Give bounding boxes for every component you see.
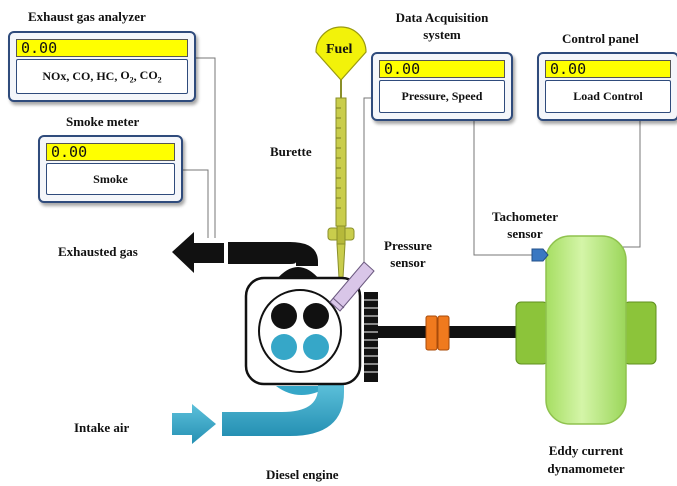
smoke-meter: 0.00 Smoke: [38, 135, 183, 203]
label-data-acquisition: Data Acquisition system: [395, 10, 489, 42]
gas-co: CO: [72, 69, 91, 83]
signal-wires: [181, 57, 641, 266]
wire-smoke-meter: [181, 169, 209, 238]
daq-measure: Pressure, Speed: [379, 80, 505, 113]
tachometer-probe: [531, 248, 549, 262]
smoke-meter-measure: Smoke: [46, 163, 175, 195]
exhaust-pipe: [172, 232, 320, 280]
wire-gas-analyzer: [196, 57, 216, 238]
gas-o2: O2: [120, 68, 134, 85]
label-burette: Burette: [270, 144, 312, 159]
pressure-sensor: [329, 261, 375, 312]
intake-valve-2: [303, 334, 329, 360]
flywheel: [364, 292, 378, 382]
control-panel-readout: 0.00: [545, 60, 671, 78]
gas-co2: CO2: [139, 68, 162, 85]
daq-readout: 0.00: [379, 60, 505, 78]
label-exhaust-gas-analyzer: Exhaust gas analyzer: [28, 9, 146, 24]
eddy-current-dynamometer: [515, 235, 657, 425]
exhaust-gas-analyzer: 0.00 NOx, CO, HC, O2, CO2: [8, 31, 196, 102]
diesel-engine: [244, 276, 362, 386]
label-diesel-engine: Diesel engine: [266, 467, 339, 482]
fuel-tank: [315, 26, 367, 81]
label-tachometer-sensor: Tachometer sensor: [492, 209, 558, 241]
label-control-panel: Control panel: [562, 31, 639, 46]
exhaust-arrow: [172, 232, 224, 273]
intake-pipe: [172, 384, 344, 444]
smoke-meter-readout: 0.00: [46, 143, 175, 161]
label-pressure-sensor: Pressure sensor: [384, 238, 432, 270]
shaft-coupling: [425, 315, 450, 351]
dyno-hub-right: [623, 301, 657, 365]
wire-pressure: [363, 97, 372, 266]
data-acquisition-system: 0.00 Pressure, Speed: [371, 52, 513, 121]
label-exhausted-gas: Exhausted gas: [58, 244, 138, 259]
gas-analyzer-readout: 0.00: [16, 39, 188, 57]
dyno-hub-left: [515, 301, 549, 365]
gas-nox: NOx: [42, 69, 67, 83]
gas-analyzer-gases: NOx, CO, HC, O2, CO2: [16, 59, 188, 94]
exhaust-valve-1: [271, 303, 297, 329]
label-fuel: Fuel: [326, 42, 353, 57]
label-intake-air: Intake air: [74, 420, 130, 435]
label-smoke-meter: Smoke meter: [66, 114, 140, 129]
control-panel-measure: Load Control: [545, 80, 671, 113]
dyno-rotor: [545, 235, 627, 425]
exhaust-valve-2: [303, 303, 329, 329]
label-eddy-current-dynamometer: Eddy current dynamometer: [547, 443, 625, 476]
intake-valve-1: [271, 334, 297, 360]
control-panel: 0.00 Load Control: [537, 52, 677, 121]
intake-arrow: [172, 404, 216, 444]
burette: [327, 78, 355, 279]
wire-tachometer: [473, 118, 534, 256]
wire-control: [620, 118, 641, 248]
gas-hc: HC: [96, 69, 115, 83]
